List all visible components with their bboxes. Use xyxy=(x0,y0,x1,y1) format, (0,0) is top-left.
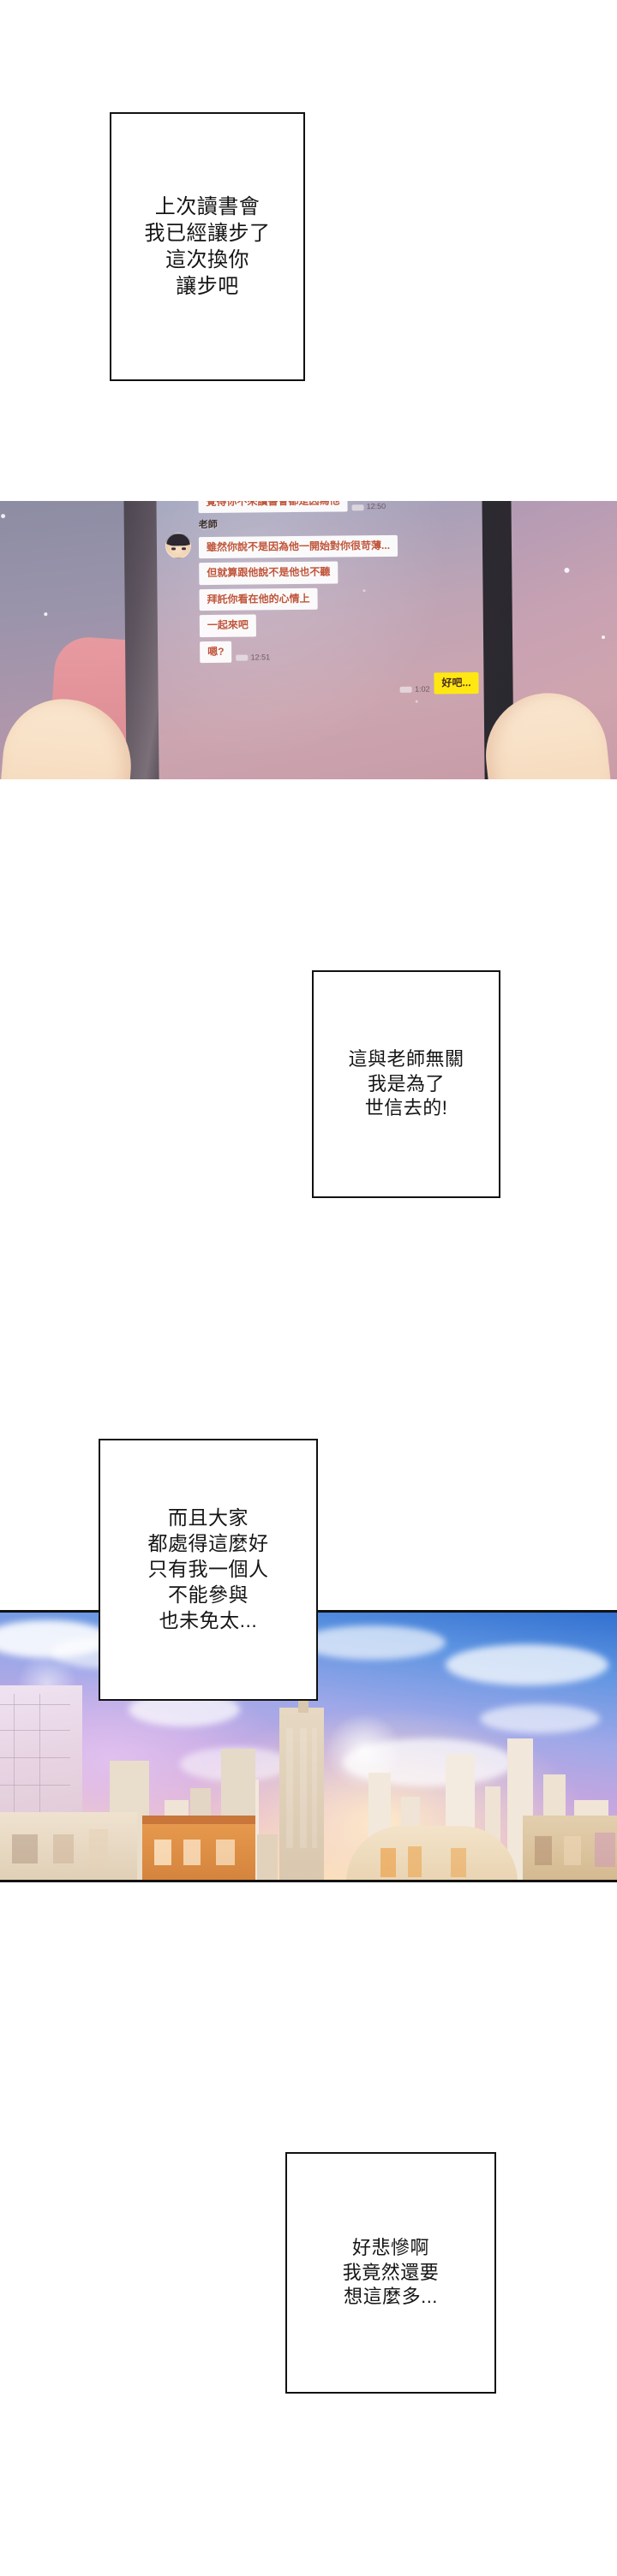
building-mid xyxy=(279,1708,324,1882)
building-roof xyxy=(142,1816,255,1824)
window xyxy=(12,1834,38,1863)
avatar-eye xyxy=(171,547,177,551)
chat-bubble[interactable]: 但就算跟他說不是他也不聽 xyxy=(199,561,338,585)
read-receipt-icon xyxy=(236,654,249,661)
timestamp-text: 12:50 xyxy=(366,502,386,511)
chat-message-row: 但就算跟他說不是他也不聽 xyxy=(165,560,477,585)
caption-line: 不能參與 xyxy=(168,1583,249,1606)
read-receipt-icon xyxy=(351,504,364,510)
avatar[interactable] xyxy=(165,533,192,559)
chat-message-row-own: 1:02 好吧... xyxy=(166,671,479,697)
window-line xyxy=(0,1785,70,1786)
building-near xyxy=(523,1816,617,1882)
window-line xyxy=(14,1694,15,1878)
chat-bubble[interactable]: 雖然你說不是因為他一開始對你很苛薄... xyxy=(198,534,398,559)
chat-bubble-own[interactable]: 好吧... xyxy=(434,671,479,695)
sparkle-dot xyxy=(564,567,570,573)
caption-line: 世信去的! xyxy=(364,1097,448,1119)
caption-box-1: 上次讀書會 我已經讓步了 這次換你 讓步吧 xyxy=(110,112,305,381)
sparkle-dot xyxy=(602,635,606,640)
window xyxy=(595,1833,615,1867)
chat-message-row: 覺得你不來讀書會都是因為他 12:50 xyxy=(165,501,476,514)
chat-thread[interactable]: 覺得你不來讀書會都是因為他 12:50 老師 xyxy=(156,501,484,779)
building-near-orange xyxy=(142,1821,255,1882)
chat-message-row: 雖然你說不是因為他一開始對你很苛薄... xyxy=(165,530,477,559)
caption-line: 讓步吧 xyxy=(176,275,239,299)
chat-sender-name: 老師 xyxy=(198,520,218,531)
window-line xyxy=(0,1757,70,1758)
caption-line: 上次讀書會 xyxy=(154,194,261,218)
window xyxy=(89,1829,108,1869)
window-line xyxy=(39,1694,40,1878)
window xyxy=(564,1836,581,1865)
chat-bubble[interactable]: 覺得你不來讀書會都是因為他 xyxy=(198,501,348,514)
chat-message-row: 一起來吧 xyxy=(166,612,478,637)
timestamp-text: 1:02 xyxy=(415,684,430,695)
caption-line: 也未免太... xyxy=(159,1608,258,1631)
chat-bubble[interactable]: 拜託你看在他的心情上 xyxy=(199,587,318,611)
caption-box-2: 這與老師無關 我是為了 世信去的! xyxy=(312,970,500,1198)
sparkle-dot xyxy=(44,612,48,617)
avatar-eye xyxy=(182,547,187,551)
message-timestamp: 1:02 xyxy=(400,685,430,694)
chat-message-row: 嗯? 12:51 xyxy=(166,639,478,664)
caption-line: 只有我一個人 xyxy=(147,1558,269,1581)
sparkle-dot xyxy=(1,514,6,519)
phone-screen: 覺得你不來讀書會都是因為他 12:50 老師 xyxy=(156,501,485,779)
window-line xyxy=(0,1704,70,1705)
window xyxy=(380,1848,396,1877)
timestamp-text: 12:51 xyxy=(250,653,271,662)
caption-line: 都處得這麼好 xyxy=(147,1532,269,1555)
phone-device: 覺得你不來讀書會都是因為他 12:50 老師 xyxy=(123,501,514,779)
read-receipt-icon xyxy=(400,687,413,694)
chat-bubble[interactable]: 嗯? xyxy=(200,641,232,664)
window xyxy=(535,1836,552,1865)
light-glow xyxy=(326,1713,403,1790)
caption-line: 想這麼多... xyxy=(344,2286,438,2308)
chat-message-row: 拜託你看在他的心情上 xyxy=(165,587,477,611)
caption-line: 而且大家 xyxy=(168,1506,249,1530)
caption-line: 這與老師無關 xyxy=(348,1048,464,1070)
window xyxy=(53,1834,74,1863)
caption-line: 我是為了 xyxy=(367,1072,445,1094)
building-near xyxy=(257,1834,278,1882)
panel-edge-bottom xyxy=(0,1880,617,1882)
caption-line: 我竟然還要 xyxy=(342,2261,440,2283)
caption-box-4: 好悲慘啊 我竟然還要 想這麼多... xyxy=(285,2152,496,2394)
chat-bubble[interactable]: 一起來吧 xyxy=(199,614,257,637)
caption-line: 好悲慘啊 xyxy=(351,2237,429,2259)
window xyxy=(312,1728,317,1848)
window xyxy=(300,1728,307,1848)
message-timestamp: 12:51 xyxy=(236,653,271,662)
avatar-hair xyxy=(165,533,192,546)
building-near xyxy=(0,1812,137,1882)
window-line xyxy=(0,1730,70,1731)
cloud xyxy=(446,1644,608,1685)
window xyxy=(154,1840,171,1865)
window xyxy=(216,1840,235,1865)
cloud xyxy=(300,1625,446,1660)
window xyxy=(408,1846,422,1877)
caption-line: 這次換你 xyxy=(165,248,249,271)
message-timestamp: 12:50 xyxy=(351,502,386,511)
dome-building xyxy=(346,1826,518,1882)
window xyxy=(286,1728,293,1848)
cloud xyxy=(480,1704,600,1733)
caption-line: 我已經讓步了 xyxy=(144,221,271,245)
window xyxy=(451,1848,466,1877)
tilted-photo: 覺得你不來讀書會都是因為他 12:50 老師 xyxy=(0,501,617,779)
window xyxy=(183,1840,201,1865)
avatar-wrap xyxy=(165,533,195,559)
caption-box-3: 而且大家 都處得這麼好 只有我一個人 不能參與 也未免太... xyxy=(99,1439,318,1701)
chat-screenshot-panel: 覺得你不來讀書會都是因為他 12:50 老師 xyxy=(0,501,617,779)
